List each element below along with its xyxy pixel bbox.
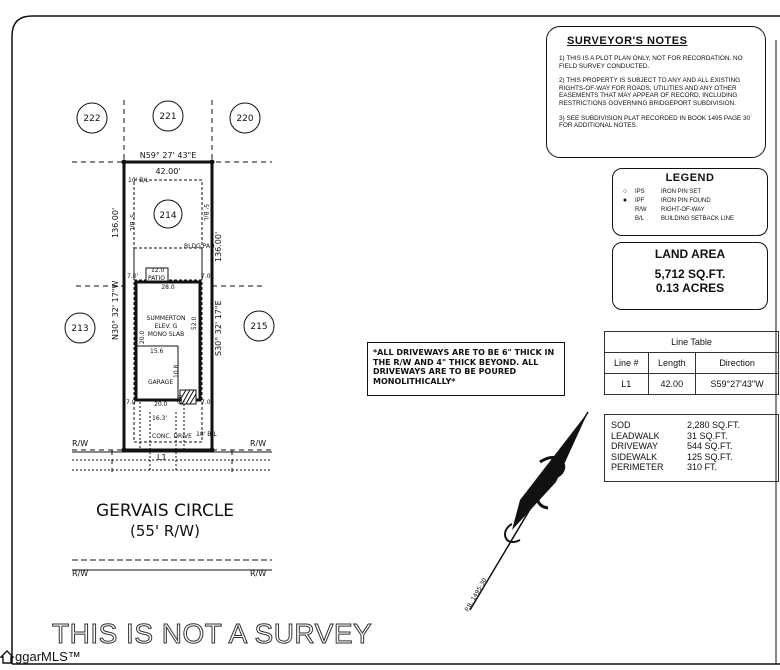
- svg-text:BLDG PAD: BLDG PAD: [184, 243, 215, 250]
- svg-text:10.8: 10.8: [173, 364, 180, 378]
- svg-text:136.00': 136.00': [214, 232, 223, 262]
- iron-pin-set-icon: ○: [622, 188, 628, 195]
- line-table-header: Line #: [604, 352, 649, 374]
- svg-text:SUMMERTON: SUMMERTON: [147, 315, 186, 322]
- street-rw: (55' R/W): [130, 522, 200, 540]
- svg-text:220: 220: [236, 114, 253, 124]
- svg-text:R/W: R/W: [250, 569, 266, 578]
- line-table: Line Table Line # Length Direction L1 42…: [604, 331, 779, 395]
- svg-text:10' B/L: 10' B/L: [128, 177, 149, 184]
- lot-215: 215: [243, 310, 275, 342]
- svg-text:215: 215: [250, 322, 267, 332]
- svg-text:20.0: 20.0: [139, 330, 146, 344]
- svg-text:221: 221: [159, 112, 176, 122]
- svg-text:R/W: R/W: [72, 569, 88, 578]
- svg-text:5' B/L: 5' B/L: [128, 214, 135, 232]
- north-arrow-icon: [469, 411, 589, 611]
- svg-text:P.B. 1495-30: P.B. 1495-30: [464, 577, 489, 613]
- driveway-note: *ALL DRIVEWAYS ARE TO BE 6" THICK IN THE…: [367, 342, 565, 396]
- lot-222: 222: [76, 102, 108, 134]
- lot-214-label: 214: [159, 211, 176, 221]
- svg-text:N30° 32' 17"W: N30° 32' 17"W: [111, 281, 120, 340]
- notes-title: SURVEYOR'S NOTES: [567, 35, 688, 47]
- land-area-acres: 0.13 ACRES: [655, 281, 725, 295]
- svg-text:7.0': 7.0': [127, 273, 139, 280]
- land-area-sqft: 5,712 SQ.FT.: [654, 267, 726, 281]
- street-name: GERVAIS CIRCLE: [96, 501, 234, 521]
- svg-text:10' B/L: 10' B/L: [196, 431, 217, 438]
- line-table-header: Length: [647, 352, 697, 374]
- svg-text:L1: L1: [157, 453, 167, 462]
- line-table-header: Direction: [695, 352, 779, 374]
- iron-pin-found-icon: ●: [622, 197, 628, 204]
- svg-text:7.0': 7.0': [201, 273, 213, 280]
- not-a-survey-watermark: THIS IS NOT A SURVEY: [51, 618, 373, 650]
- table-row: L1 42.00 S59°27'43"W: [604, 373, 779, 395]
- legend-title: LEGEND: [665, 172, 715, 184]
- line-table-title: Line Table: [604, 331, 779, 353]
- note-1: 1) THIS IS A PLOT PLAN ONLY, NOT FOR REC…: [559, 55, 743, 70]
- land-area: LAND AREA 5,712 SQ.FT. 0.13 ACRES: [612, 242, 768, 310]
- lot-220: 220: [229, 102, 261, 134]
- note-3: 3) SEE SUBDIVISION PLAT RECORDED IN BOOK…: [559, 114, 751, 130]
- land-area-title: LAND AREA: [654, 247, 726, 261]
- svg-text:28.0: 28.0: [161, 284, 175, 291]
- top-bearing: N59° 27' 43"E: [140, 151, 197, 160]
- mls-logo: ggarMLS™: [0, 649, 81, 664]
- svg-text:MONO SLAB: MONO SLAB: [148, 331, 185, 338]
- lot-221: 221: [152, 100, 184, 132]
- svg-text:20.0: 20.0: [154, 401, 168, 408]
- garage-label: GARAGE: [148, 379, 173, 386]
- house-icon: [0, 649, 14, 664]
- svg-text:52.0: 52.0: [191, 316, 198, 330]
- svg-text:S30° 32' 17"E: S30° 32' 17"E: [214, 300, 223, 356]
- svg-text:16.3': 16.3': [152, 415, 167, 422]
- note-2: 2) THIS PROPERTY IS SUBJECT TO ANY AND A…: [559, 77, 741, 107]
- svg-text:12.0: 12.0: [151, 267, 165, 274]
- svg-text:5' B/L: 5' B/L: [202, 204, 209, 222]
- svg-text:213: 213: [71, 324, 88, 334]
- svg-text:ELEV. G: ELEV. G: [155, 323, 178, 330]
- svg-text:R/W: R/W: [250, 439, 266, 448]
- svg-text:8.0: 8.0: [177, 394, 184, 404]
- svg-text:7.0': 7.0': [126, 399, 138, 406]
- svg-text:CONC. DRIVE: CONC. DRIVE: [152, 433, 192, 440]
- svg-text:15.6: 15.6: [150, 348, 164, 355]
- lot-213: 213: [64, 312, 96, 344]
- surveyors-notes: SURVEYOR'S NOTES 1) THIS IS A PLOT PLAN …: [546, 26, 766, 158]
- svg-text:PATIO: PATIO: [148, 275, 165, 282]
- svg-text:7.0': 7.0': [201, 399, 213, 406]
- svg-text:136.00': 136.00': [111, 208, 120, 238]
- top-length: 42.00': [155, 167, 180, 176]
- svg-text:R/W: R/W: [72, 439, 88, 448]
- svg-text:222: 222: [83, 114, 100, 124]
